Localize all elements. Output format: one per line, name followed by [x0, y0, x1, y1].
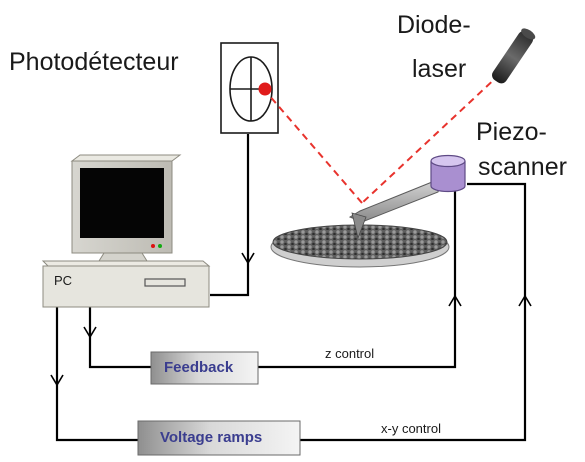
monitor-screen [80, 168, 164, 238]
power-led-red [151, 244, 155, 248]
wire-feedback-in [88, 305, 151, 369]
wire-feedback-out [258, 191, 457, 369]
voltage-ramps-box [137, 420, 301, 456]
piezo-scanner-icon [430, 154, 466, 193]
wire-arrows [50, 252, 532, 387]
laser-spot [258, 82, 272, 96]
laser-beams [267, 73, 501, 204]
diode-laser-icon [492, 28, 536, 84]
laser-beam-incident [361, 73, 501, 204]
piezo-scanner-label-line1: Piezo- [476, 118, 547, 146]
disk-drive-slot [144, 278, 186, 287]
diode-laser-label-line2: laser [412, 55, 467, 83]
feedback-label: Feedback [164, 359, 234, 376]
pc-label: PC [54, 273, 73, 288]
wire-photodetector-pc [210, 134, 250, 297]
sample-icon [270, 224, 450, 268]
wire-ramps-out [300, 182, 527, 442]
xy-control-label: x-y control [381, 421, 441, 436]
z-control-label: z control [325, 346, 375, 361]
probe-tip [351, 212, 367, 240]
diode-laser-label-line1: Diode- [397, 11, 471, 39]
photodetector-label: Photodétecteur [9, 48, 179, 76]
piezo-scanner-label-line2: scanner [478, 153, 567, 181]
wire-ramps-in [55, 305, 138, 442]
photodetector-icon [220, 42, 279, 134]
voltage-ramps-label: Voltage ramps [160, 429, 263, 446]
computer-icon [41, 154, 211, 308]
laser-beam-reflected [267, 93, 363, 204]
arrow-down-photodetector [241, 252, 255, 265]
arrow-up-xy [518, 294, 532, 307]
power-led-green [158, 244, 162, 248]
arrow-down-ramps [50, 374, 64, 387]
arrow-up-z [448, 294, 462, 307]
wires [55, 134, 527, 442]
feedback-box [150, 351, 259, 385]
arrow-down-feedback [83, 326, 97, 339]
